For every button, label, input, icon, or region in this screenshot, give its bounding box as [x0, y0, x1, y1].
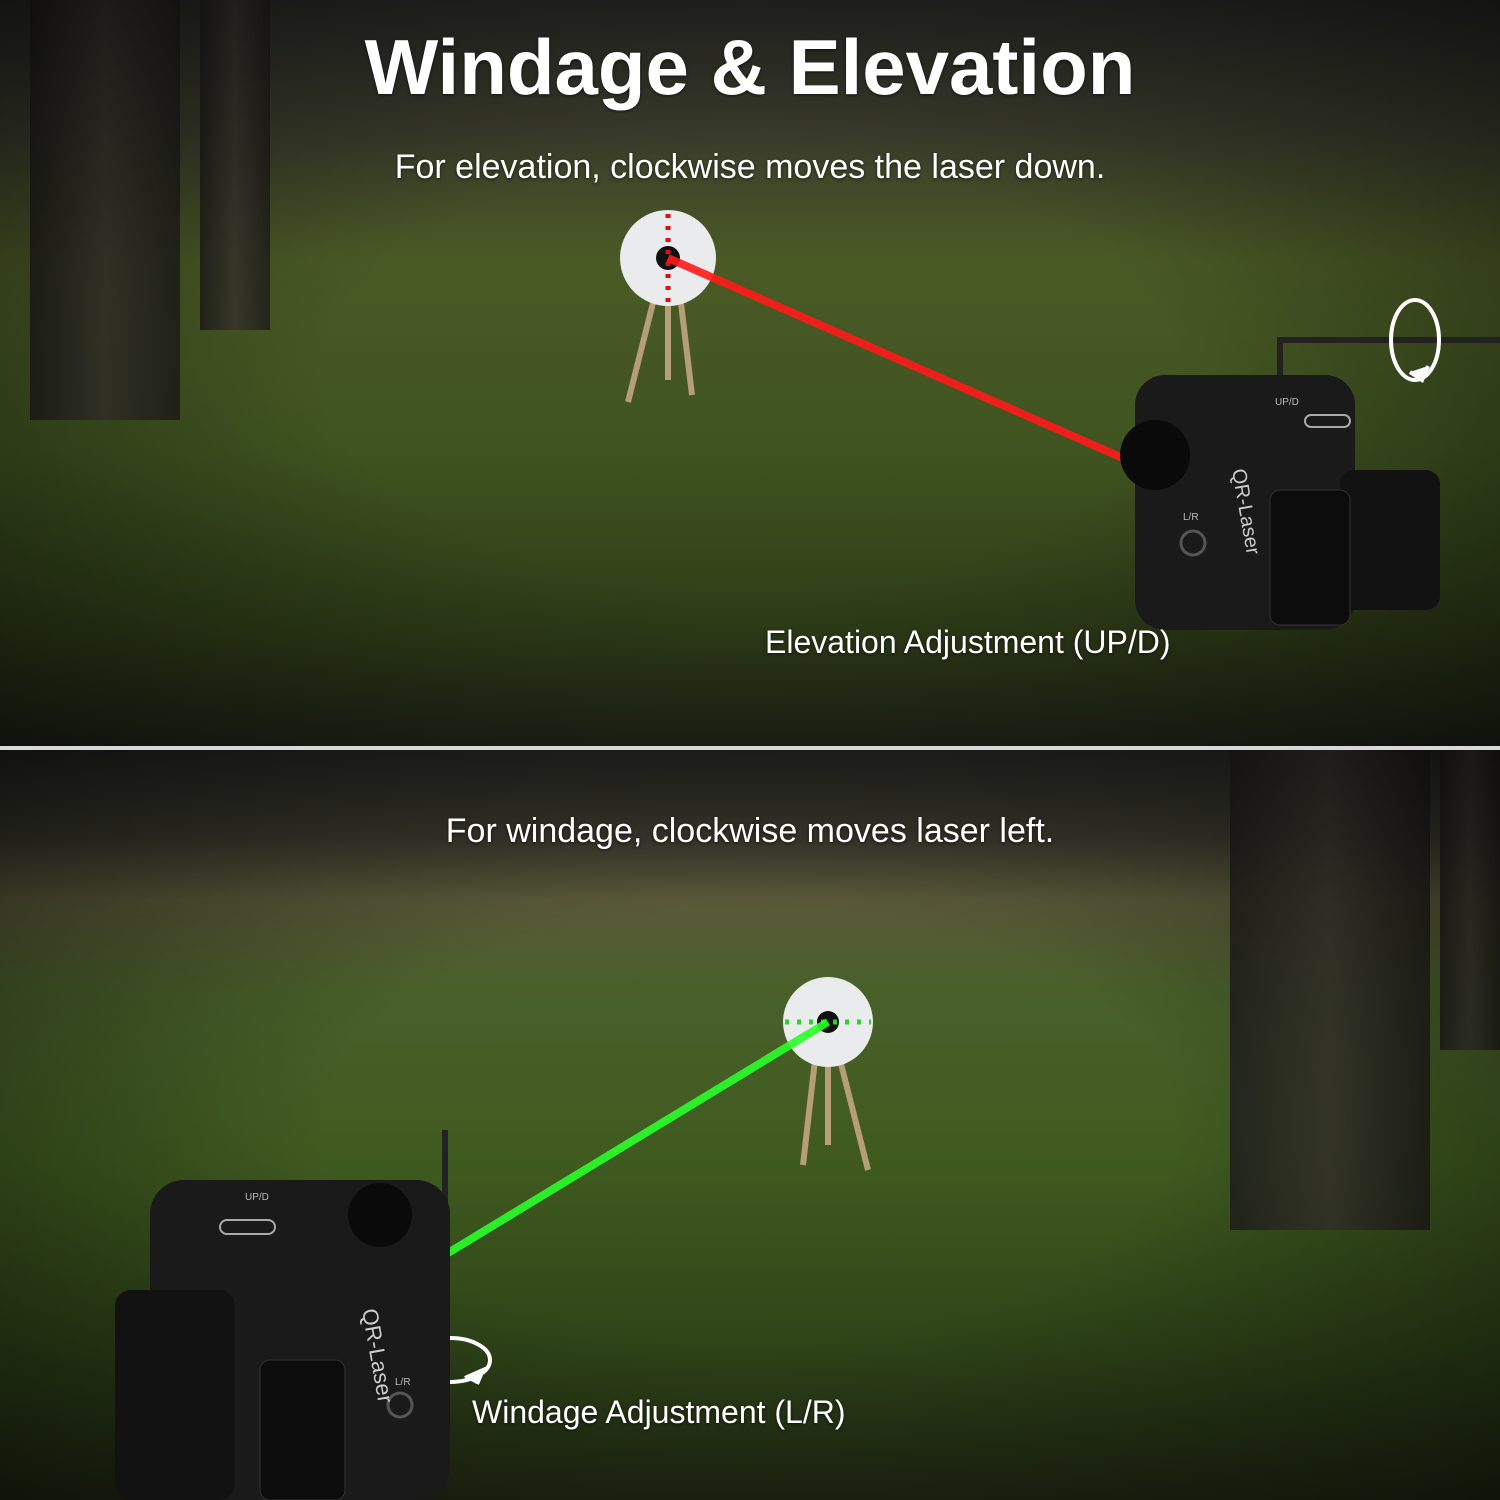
red-laser-beam [666, 254, 1152, 474]
device-top-mark: UP/D [245, 1192, 269, 1203]
device-top-mark: UP/D [1275, 397, 1299, 408]
device-side-mark: L/R [1183, 512, 1199, 523]
elevation-instruction: For elevation, clockwise moves the laser… [394, 148, 1106, 186]
target-stand [800, 1059, 871, 1171]
target-stand [625, 294, 695, 403]
elevation-scene: QR-Laser UP/D L/R [620, 210, 1500, 630]
windage-panel: QR-Laser UP/D L/R For windage, clockwise… [0, 750, 1500, 1500]
elevation-panel: QR-Laser UP/D L/R Windage & Elevation Fo… [0, 0, 1500, 746]
page-title: Windage & Elevation [364, 23, 1136, 111]
hex-key-icon [1277, 337, 1500, 385]
green-laser-beam [417, 1018, 831, 1274]
laser-device: QR-Laser UP/D L/R [1120, 375, 1440, 630]
windage-instruction: For windage, clockwise moves laser left. [445, 812, 1055, 850]
panel-divider [0, 746, 1500, 750]
windage-scene: QR-Laser UP/D L/R [115, 977, 873, 1500]
elevation-adjustment-label: Elevation Adjustment (UP/D) [765, 624, 1171, 660]
rotate-clockwise-arrow-icon [1389, 298, 1441, 383]
target-icon [620, 210, 716, 306]
laser-device: QR-Laser UP/D L/R [115, 1180, 450, 1500]
device-side-mark: L/R [395, 1377, 411, 1388]
windage-adjustment-label: Windage Adjustment (L/R) [472, 1394, 846, 1430]
